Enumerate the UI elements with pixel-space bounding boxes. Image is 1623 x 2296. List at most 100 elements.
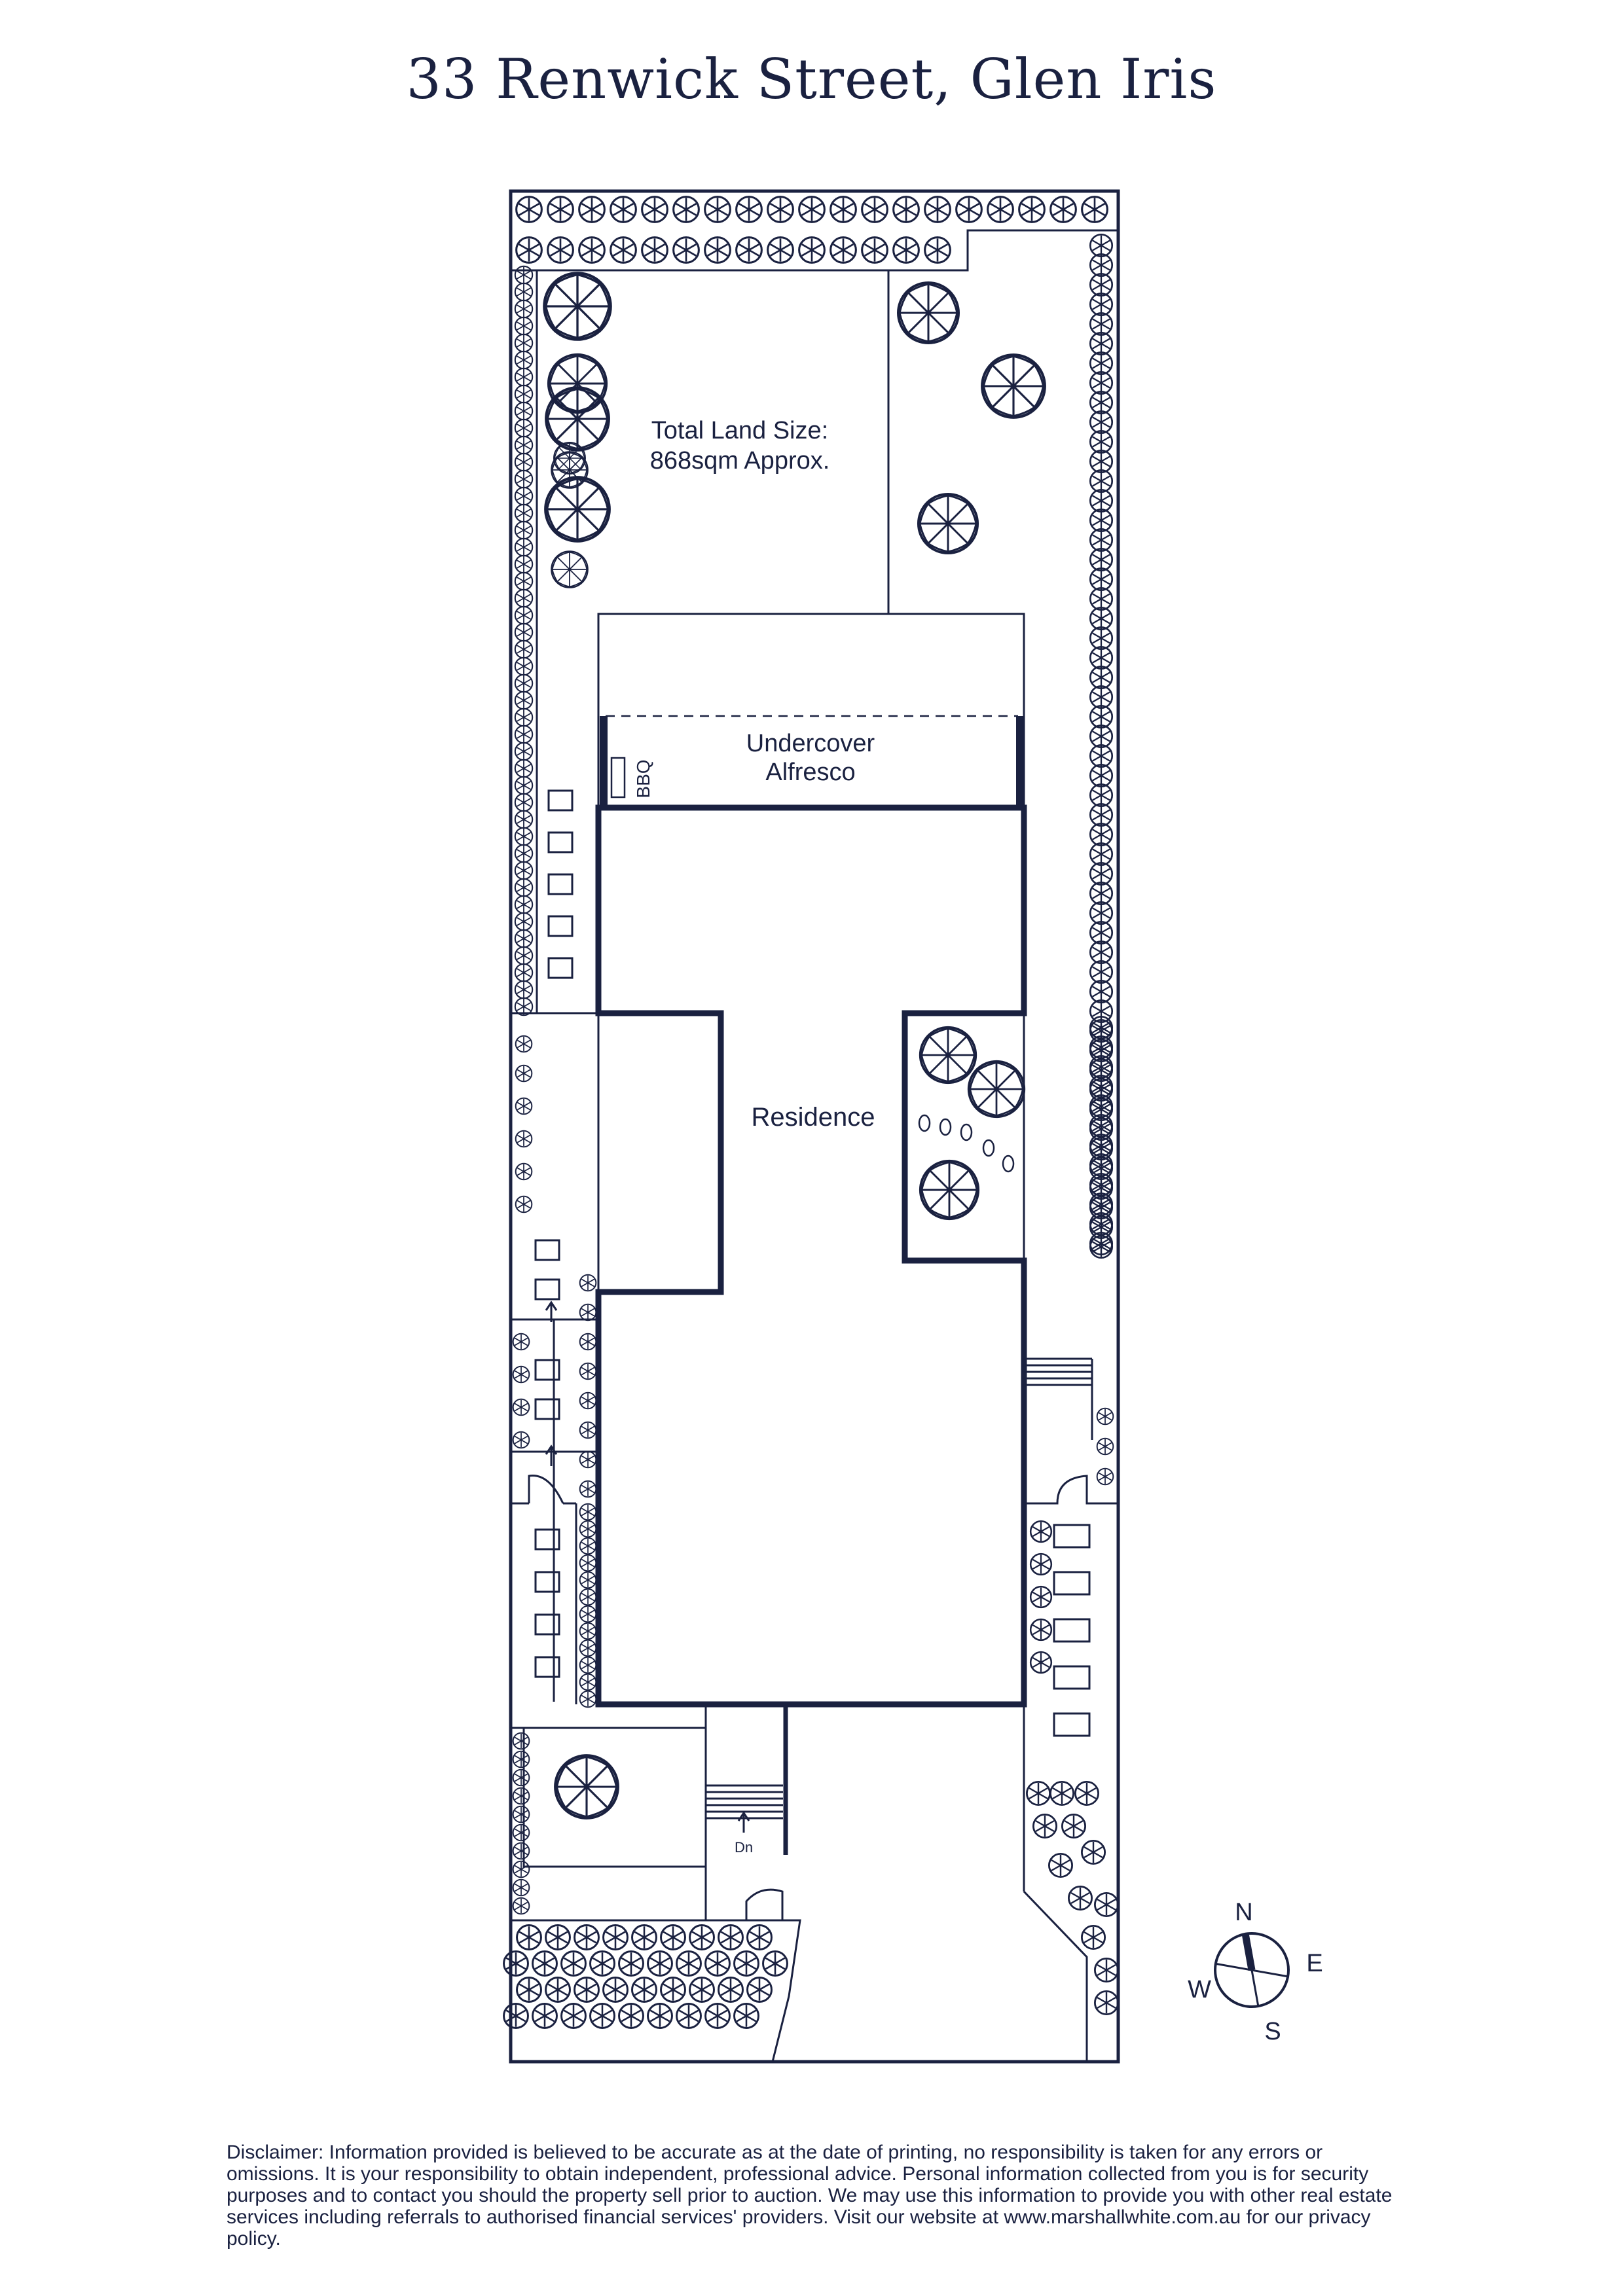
shrub-icon xyxy=(641,236,668,264)
shrub-icon xyxy=(672,196,700,223)
shrub-icon xyxy=(1049,196,1077,223)
shrub-icon xyxy=(512,1842,530,1860)
shrub-icon xyxy=(1089,1192,1114,1217)
shrub-icon xyxy=(1068,1885,1093,1911)
shrub-icon xyxy=(589,2003,615,2029)
shrub-icon xyxy=(746,1924,773,1950)
shrub-icon xyxy=(1089,920,1114,945)
tree-icon xyxy=(897,281,960,344)
shrub-icon xyxy=(1089,626,1114,651)
shrub-icon xyxy=(830,236,857,264)
residence-label: Residence xyxy=(751,1103,875,1132)
shrub-icon xyxy=(1089,763,1114,788)
shrub-icon xyxy=(579,1605,597,1623)
disclaimer: Disclaimer: Information provided is beli… xyxy=(227,2142,1393,2250)
shrub-icon xyxy=(512,1732,530,1750)
shrub-icon xyxy=(574,1924,600,1950)
shrub-icon xyxy=(515,1162,533,1181)
shrub-icon xyxy=(512,1333,530,1351)
shrub-icon xyxy=(798,236,826,264)
shrub-icon xyxy=(578,196,606,223)
stairs-down-label: Dn xyxy=(735,1839,753,1856)
shrub-icon xyxy=(547,236,574,264)
shrub-icon xyxy=(514,656,534,676)
tree-icon xyxy=(982,355,1045,418)
shrub-icon xyxy=(579,1503,597,1521)
shrub-icon xyxy=(514,537,534,557)
shrub-icon xyxy=(1029,1552,1053,1576)
shrub-icon xyxy=(514,742,534,761)
shrub-icon xyxy=(1089,567,1114,592)
shrub-icon xyxy=(924,196,951,223)
shrub-icon xyxy=(514,299,534,319)
shrub-icon xyxy=(1094,1990,1119,2016)
shrub-icon xyxy=(892,236,920,264)
shrub-icon xyxy=(1089,822,1114,847)
shrub-icon xyxy=(718,1977,744,2003)
shrub-icon xyxy=(1089,1133,1114,1158)
shrub-icon xyxy=(514,997,534,1016)
shrub-icon xyxy=(515,1130,533,1148)
shrub-icon xyxy=(514,282,534,302)
shrub-icon xyxy=(1089,802,1114,827)
shrub-icon xyxy=(955,196,983,223)
shrub-icon xyxy=(1089,1054,1114,1079)
shrub-icon xyxy=(1029,1585,1053,1609)
shrub-icon xyxy=(1026,1780,1051,1806)
shrub-icon xyxy=(503,2003,529,2029)
shrub-icon xyxy=(704,196,731,223)
west-gate-swing xyxy=(511,1475,576,1505)
shrub-icon xyxy=(515,1064,533,1083)
shrub-icon xyxy=(512,1860,530,1878)
shrub-icon xyxy=(1089,272,1114,297)
shrub-icon xyxy=(1089,429,1114,454)
page-title: 33 Renwick Street, Glen Iris xyxy=(406,47,1217,111)
shrub-icon xyxy=(514,793,534,812)
shrub-icon xyxy=(512,1805,530,1823)
shrub-icon xyxy=(514,554,534,574)
shrub-icon xyxy=(515,236,543,264)
shrub-icon xyxy=(602,1977,629,2003)
shrub-icon xyxy=(1096,1437,1114,1456)
shrub-icon xyxy=(1061,1813,1086,1839)
shrub-icon xyxy=(892,196,920,223)
shrub-icon xyxy=(1089,469,1114,493)
shrub-icon xyxy=(579,1537,597,1555)
shrub-icon xyxy=(1089,1094,1114,1119)
shrub-icon xyxy=(514,776,534,795)
shrub-icon xyxy=(579,1571,597,1589)
shrub-icon xyxy=(1081,1924,1106,1950)
shrub-icon xyxy=(579,1480,597,1498)
shrub-icon xyxy=(1089,292,1114,317)
shrub-icon xyxy=(660,1924,686,1950)
shrub-icon xyxy=(1018,196,1046,223)
shrub-icon xyxy=(579,1391,597,1410)
bbq-unit xyxy=(610,757,626,798)
shrub-icon xyxy=(1089,410,1114,435)
shrub-icon xyxy=(579,1656,597,1674)
shrub-icon xyxy=(660,1977,686,2003)
shrub-icon xyxy=(610,236,637,264)
shrub-icon xyxy=(1089,1211,1114,1236)
tree-icon xyxy=(551,550,589,588)
shrub-icon xyxy=(1089,312,1114,336)
shrub-icon xyxy=(514,418,534,438)
shrub-icon xyxy=(512,1787,530,1805)
shrub-icon xyxy=(1089,606,1114,631)
shrub-icon xyxy=(579,1622,597,1640)
shrub-icon xyxy=(579,1690,597,1708)
shrub-icon xyxy=(924,236,951,264)
shrub-icon xyxy=(1089,861,1114,886)
shrub-icon xyxy=(514,895,534,914)
shrub-icon xyxy=(514,384,534,404)
shrub-icon xyxy=(578,236,606,264)
shrub-icon xyxy=(514,265,534,285)
shrub-icon xyxy=(512,1768,530,1787)
shrub-icon xyxy=(579,1554,597,1572)
tree-icon xyxy=(967,1060,1026,1119)
east-gate-swing xyxy=(1024,1475,1118,1505)
residence-outline xyxy=(595,804,1027,1708)
shrub-icon xyxy=(514,605,534,625)
shrub-icon xyxy=(1089,685,1114,709)
